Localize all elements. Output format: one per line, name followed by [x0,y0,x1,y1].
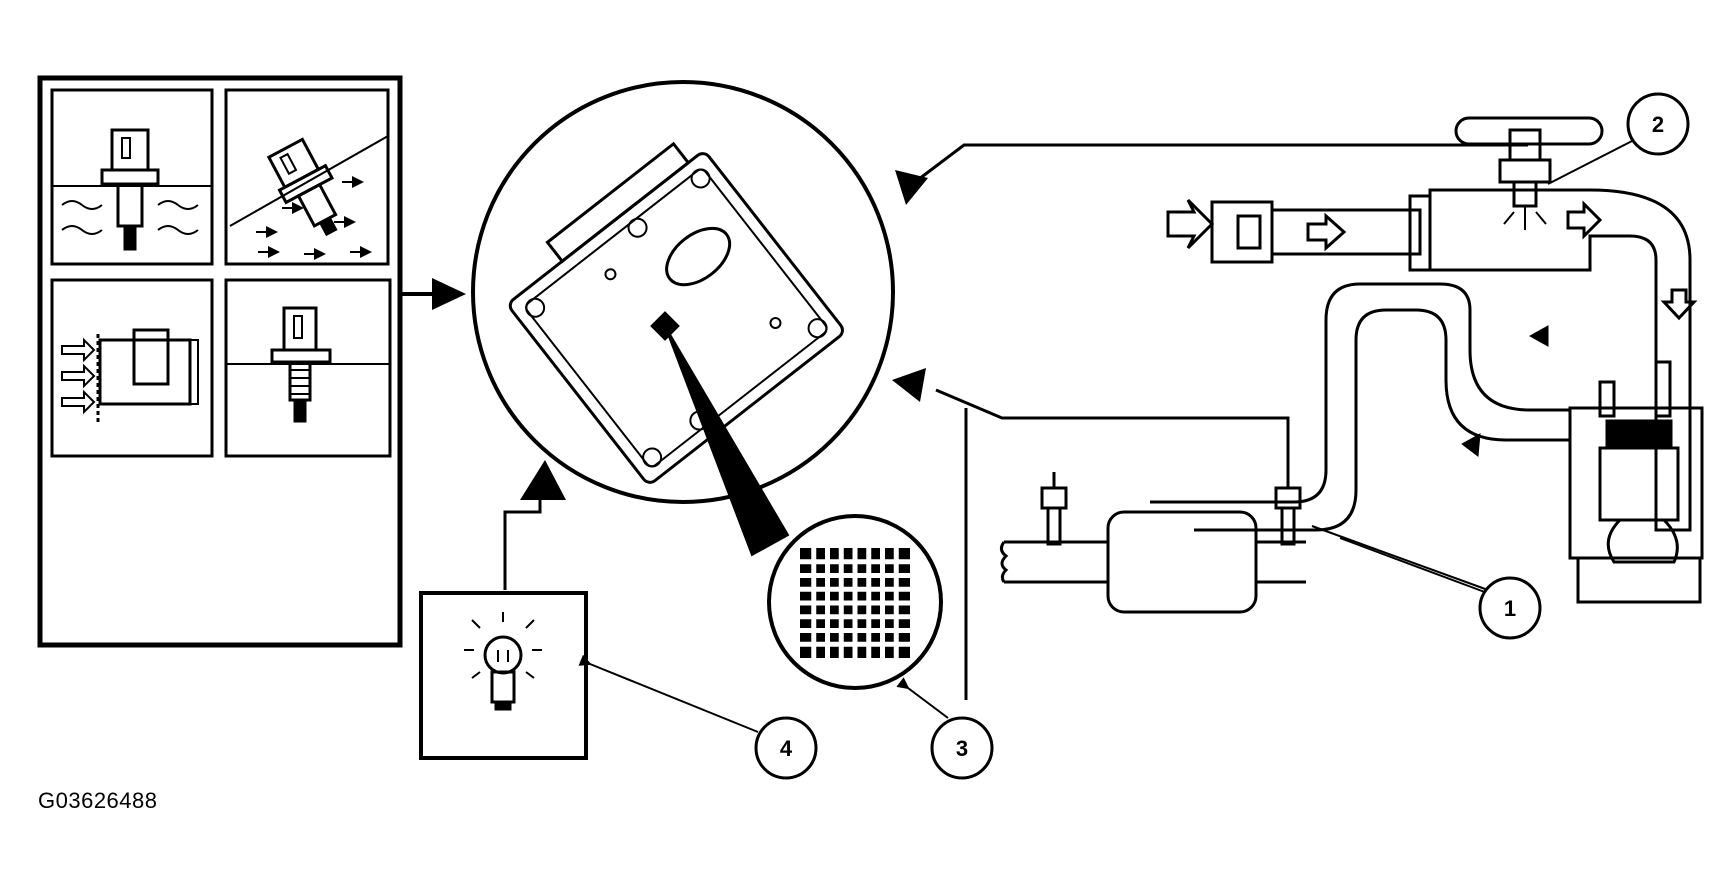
o2-to-ecu-arrow [892,368,926,402]
callout-2: 2 [1547,92,1690,185]
warning-lamp-icon [464,612,542,711]
mass-air-flow-sensor-icon [50,278,214,458]
callout-4-label: 4 [780,736,793,761]
callout-3-label: 3 [956,736,968,761]
engine-cylinder-icon [1568,360,1704,604]
ecu-module [471,80,895,557]
fuel-injector-icon [1454,116,1604,230]
lamp-to-ecu-arrow [520,460,566,500]
pressure-sensor-icon [224,278,392,458]
callout-4: 4 [578,654,818,780]
oxygen-sensor-icon [1040,472,1302,546]
callout-2-label: 2 [1652,112,1664,137]
callout-3: 3 [896,677,994,780]
sensor-input-panel [37,75,403,648]
callout-1: 1 [1311,525,1542,640]
figure-id: G03626488 [38,788,158,813]
callout-1-label: 1 [1504,596,1516,621]
warning-lamp [419,480,588,760]
injector-to-ecu-arrow [895,170,928,205]
position-sensor-icon [224,88,390,266]
sensor-to-ecu-arrow [402,278,466,310]
temperature-sensor-icon [50,88,214,266]
microchip-icon [767,514,943,690]
engine-system [892,116,1704,700]
